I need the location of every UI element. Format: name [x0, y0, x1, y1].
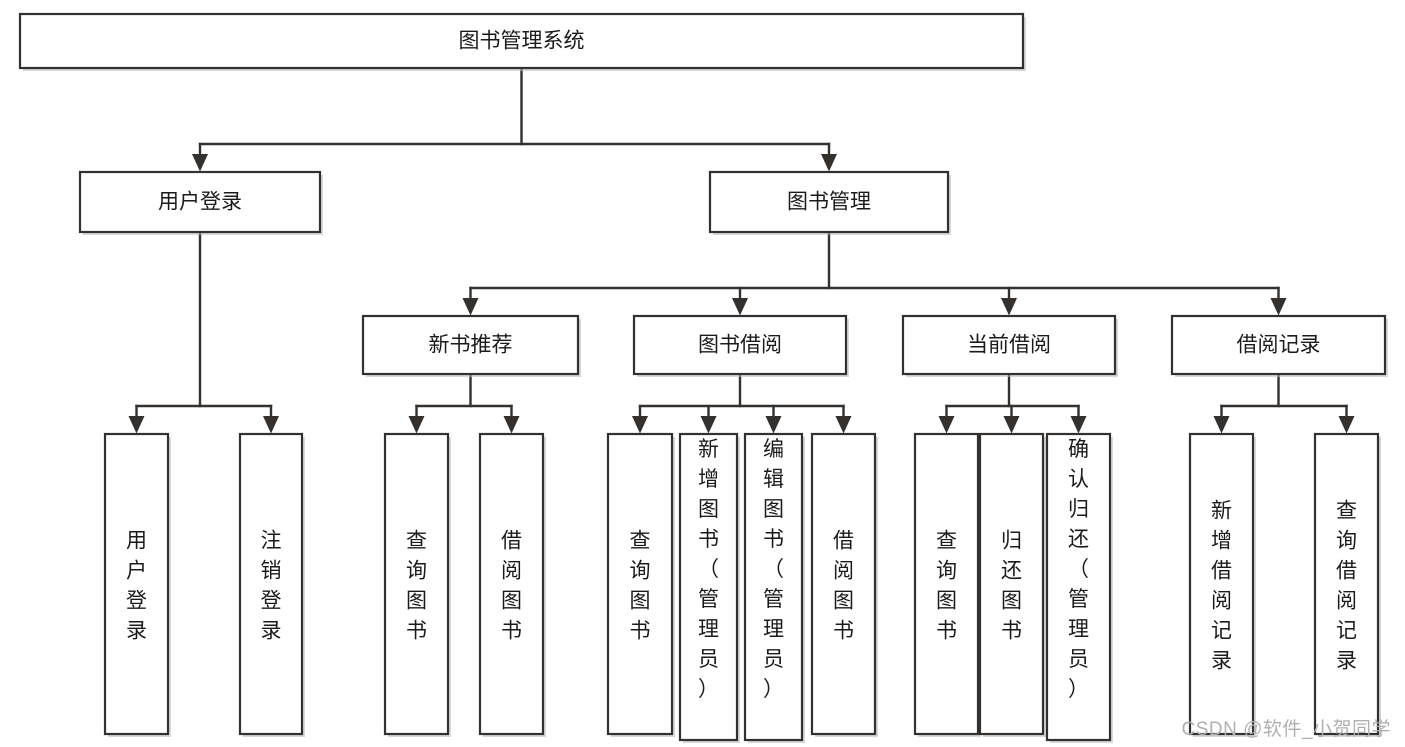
connector-group-root [192, 66, 837, 172]
node-leaf-query-book-2[interactable]: 查询图书 [606, 432, 675, 737]
node-label: 图书管理 [787, 191, 871, 214]
node-label: 新增图书（管理员） [698, 438, 719, 701]
node-label: 借阅记录 [1237, 334, 1321, 357]
connector-group-book_manage [462, 230, 1287, 316]
node-leaf-user-logout[interactable]: 注销登录 [238, 432, 305, 737]
node-label: 注销登录 [261, 529, 282, 642]
node-user-login[interactable]: 用户登录 [78, 170, 323, 235]
node-leaf-query-book-3[interactable]: 查询图书 [913, 432, 981, 737]
node-leaf-query-record[interactable]: 查询借阅记录 [1313, 432, 1381, 737]
node-book-manage[interactable]: 图书管理 [708, 170, 951, 235]
node-label: 查询图书 [936, 529, 957, 642]
node-label: 新增借阅记录 [1211, 499, 1232, 672]
connector-group-borrow_record [1213, 372, 1355, 434]
node-leaf-borrow-book-1[interactable]: 借阅图书 [478, 432, 546, 737]
node-new-book-rec[interactable]: 新书推荐 [361, 314, 581, 377]
node-label: 新书推荐 [429, 334, 513, 357]
node-layer: 图书管理系统用户登录图书管理新书推荐图书借阅当前借阅借阅记录用户登录注销登录查询… [18, 12, 1388, 743]
node-label: 当前借阅 [967, 334, 1051, 357]
node-book-borrow[interactable]: 图书借阅 [632, 314, 849, 377]
node-current-borrow[interactable]: 当前借阅 [901, 314, 1118, 377]
connector-group-new_book_rec [408, 372, 520, 434]
node-label: 编辑图书（管理员） [763, 438, 784, 701]
node-label: 用户登录 [158, 191, 242, 214]
node-label: 查询图书 [406, 529, 427, 642]
node-leaf-borrow-book-2[interactable]: 借阅图书 [810, 432, 878, 737]
connector-group-user_login [128, 230, 279, 434]
connector-group-book_borrow [632, 372, 852, 434]
node-label: 归还图书 [1001, 529, 1022, 642]
node-label: 用户登录 [126, 529, 147, 642]
node-label: 图书借阅 [698, 334, 782, 357]
node-label: 借阅图书 [833, 529, 854, 642]
node-leaf-user-login[interactable]: 用户登录 [103, 432, 171, 737]
node-label: 借阅图书 [501, 529, 522, 642]
connector-group-current_borrow [938, 372, 1087, 434]
edge-layer [128, 66, 1355, 434]
node-leaf-edit-book[interactable]: 编辑图书（管理员） [743, 432, 805, 743]
node-leaf-add-book[interactable]: 新增图书（管理员） [678, 432, 740, 743]
node-borrow-record[interactable]: 借阅记录 [1170, 314, 1388, 377]
node-label: 查询借阅记录 [1336, 499, 1357, 672]
node-leaf-query-book-1[interactable]: 查询图书 [383, 432, 451, 737]
node-leaf-confirm-return[interactable]: 确认归还（管理员） [1045, 432, 1113, 743]
node-label: 查询图书 [630, 529, 651, 642]
node-leaf-add-record[interactable]: 新增借阅记录 [1188, 432, 1256, 737]
node-root[interactable]: 图书管理系统 [18, 12, 1026, 71]
node-leaf-return-book[interactable]: 归还图书 [978, 432, 1046, 737]
node-label: 图书管理系统 [459, 30, 585, 53]
node-label: 确认归还（管理员） [1068, 438, 1089, 701]
